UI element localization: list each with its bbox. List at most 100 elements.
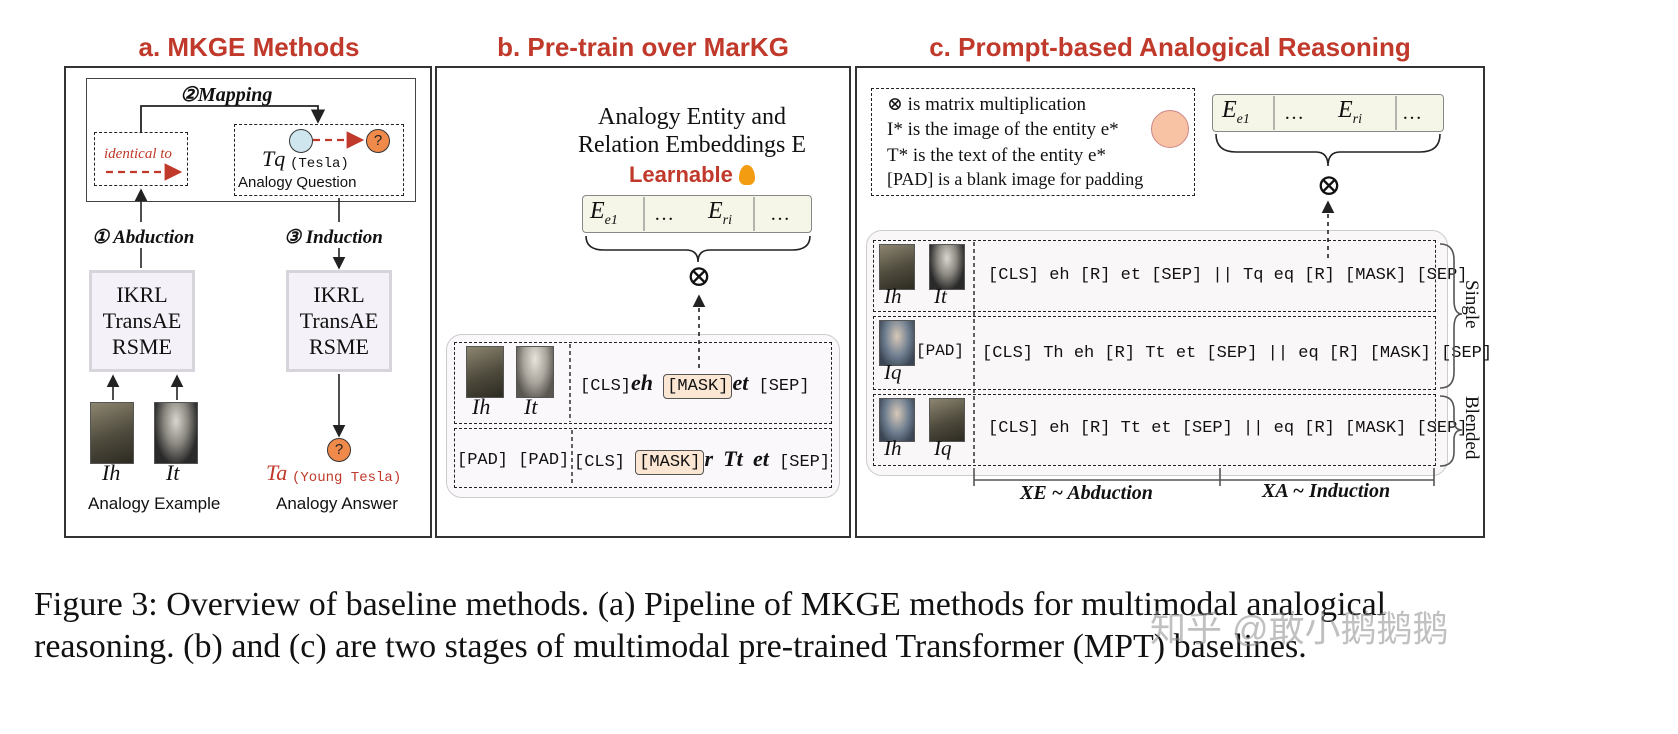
it-label: It <box>166 460 180 485</box>
pretrain-row-2 <box>454 428 832 488</box>
embeddings-title-line1: Analogy Entity and <box>598 104 786 130</box>
token-cls: [CLS] <box>580 377 632 396</box>
model-rsme: RSME <box>309 334 369 359</box>
question-mark-icon: ? <box>366 129 390 153</box>
token-cls: [CLS] <box>574 453 626 472</box>
photo-tail-entity <box>154 402 198 464</box>
otimes-c: ⊗ <box>1316 169 1342 202</box>
prompt-sequence-1: [CLS] eh [R] et [SEP] || Tq eq [R] [MASK… <box>988 266 1468 285</box>
learnable-label: Learnable <box>436 162 948 188</box>
figure-caption-line2: reasoning. (b) and (c) are two stages of… <box>34 628 1307 665</box>
title-mkge-methods: a. MKGE Methods <box>138 32 360 62</box>
mkge-models-right: IKRL TransAE RSME <box>286 270 392 372</box>
prompt-row-1 <box>873 240 1436 312</box>
analogy-question-label: Analogy Question <box>238 174 357 191</box>
mkge-models-left: IKRL TransAE RSME <box>89 270 195 372</box>
ih-label: Ih <box>102 460 121 485</box>
photo-tail-entity <box>929 244 965 290</box>
mapping-box <box>86 78 416 202</box>
pretrain-row-1 <box>454 342 832 424</box>
analogy-example-label: Analogy Example <box>88 494 221 513</box>
legend-box <box>871 88 1195 196</box>
token-r: r <box>704 446 713 471</box>
model-ikrl: IKRL <box>116 282 168 307</box>
ta-symbol: Ta <box>266 460 288 485</box>
single-brace <box>1439 243 1463 389</box>
blended-label: Blended <box>1461 396 1482 460</box>
token-pad: [PAD] <box>457 451 509 470</box>
legend-item-4: [PAD] is a blank image for padding <box>887 169 1144 189</box>
analogy-question-box <box>234 124 404 196</box>
token-pad: [PAD] <box>518 451 570 470</box>
legend-item-2: I* is the image of the entity e* <box>887 119 1119 140</box>
prompt-sequence-2: [CLS] Th eh [R] Tt et [SEP] || eq [R] [M… <box>982 344 1493 363</box>
token-mask: [MASK] <box>663 374 733 399</box>
x-induction-label: XA ~ Induction <box>1262 480 1391 502</box>
pretrain-sequence-2: [CLS] [MASK]r Tt et [SEP] <box>574 446 830 475</box>
single-label: Single <box>1461 280 1482 329</box>
model-rsme: RSME <box>112 334 172 359</box>
embedding-eri: Eri <box>708 198 733 228</box>
photo-head-entity <box>466 346 504 398</box>
token-et: et <box>752 446 769 471</box>
token-sep: [SEP] <box>779 453 831 472</box>
embeddings-title-line2: Relation Embeddings E <box>578 132 806 158</box>
embedding-ellipsis: … <box>1284 102 1304 124</box>
row2-img1-label: Iq <box>884 360 902 384</box>
row1-img2-label: It <box>934 284 947 308</box>
photo-tail-entity <box>516 346 554 398</box>
token-eh: eh <box>631 370 654 395</box>
embedding-ee1: Ee1 <box>1222 97 1250 127</box>
it-label: It <box>524 394 538 419</box>
photo-question-entity <box>879 320 915 366</box>
mapping-label: ②Mapping <box>180 84 273 106</box>
prompt-row-3 <box>873 394 1436 466</box>
embedding-ellipsis: … <box>1402 102 1422 124</box>
embedding-ee1: Ee1 <box>590 198 618 228</box>
row2-img2-label: [PAD] <box>916 342 965 360</box>
photo-head-entity <box>879 398 915 442</box>
figure-caption-line1: Figure 3: Overview of baseline methods. … <box>34 586 1387 623</box>
row1-img1-label: Ih <box>884 284 902 308</box>
photo-head-entity <box>879 244 915 290</box>
prompt-row-2 <box>873 316 1436 390</box>
prompt-sequence-3: [CLS] eh [R] Tt et [SEP] || eq [R] [MASK… <box>988 419 1468 438</box>
ih-label: Ih <box>472 394 491 419</box>
title-pretrain-markg: b. Pre-train over MarKG <box>497 32 789 62</box>
watermark: 知乎 @敢小鹅鹅鹅 <box>1150 608 1449 649</box>
pretrain-pad-tokens: [PAD] [PAD] <box>457 451 569 470</box>
row3-img1-label: Ih <box>884 436 902 460</box>
analogy-answer-label: Analogy Answer <box>276 494 398 513</box>
otimes-b: ⊗ <box>686 260 712 293</box>
legend-item-3: T* is the text of the entity e* <box>887 145 1106 166</box>
fire-icon <box>739 165 756 185</box>
model-transae: TransAE <box>102 308 182 333</box>
blended-brace <box>1439 395 1463 467</box>
embedding-brace-b <box>585 235 811 263</box>
embedding-brace-c <box>1215 133 1441 167</box>
title-prompt-reasoning: c. Prompt-based Analogical Reasoning <box>929 32 1411 62</box>
smiley-icon <box>1151 110 1189 148</box>
mapping-arrow <box>140 105 326 132</box>
abduction-label: ① Abduction <box>92 227 195 248</box>
answer-question-icon: ? <box>327 438 351 462</box>
token-sep: [SEP] <box>758 377 810 396</box>
token-mask: [MASK] <box>635 450 705 475</box>
embedding-strip-b <box>582 195 812 233</box>
entity-circle <box>289 129 313 153</box>
embedding-ellipsis: … <box>770 203 790 225</box>
photo-question-entity <box>929 398 965 442</box>
row3-img2-label: Iq <box>934 436 952 460</box>
tq-entity: (Tesla) <box>290 156 349 172</box>
model-ikrl: IKRL <box>313 282 365 307</box>
induction-label: ③ Induction <box>284 227 383 248</box>
learnable-text: Learnable <box>628 162 733 187</box>
token-tt: Tt <box>723 446 743 471</box>
photo-head-entity <box>90 402 134 464</box>
identical-box <box>94 132 188 186</box>
token-et: et <box>732 370 749 395</box>
ta-entity: (Young Tesla) <box>292 470 402 486</box>
model-transae: TransAE <box>299 308 379 333</box>
identical-to-label: identical to <box>104 146 172 162</box>
